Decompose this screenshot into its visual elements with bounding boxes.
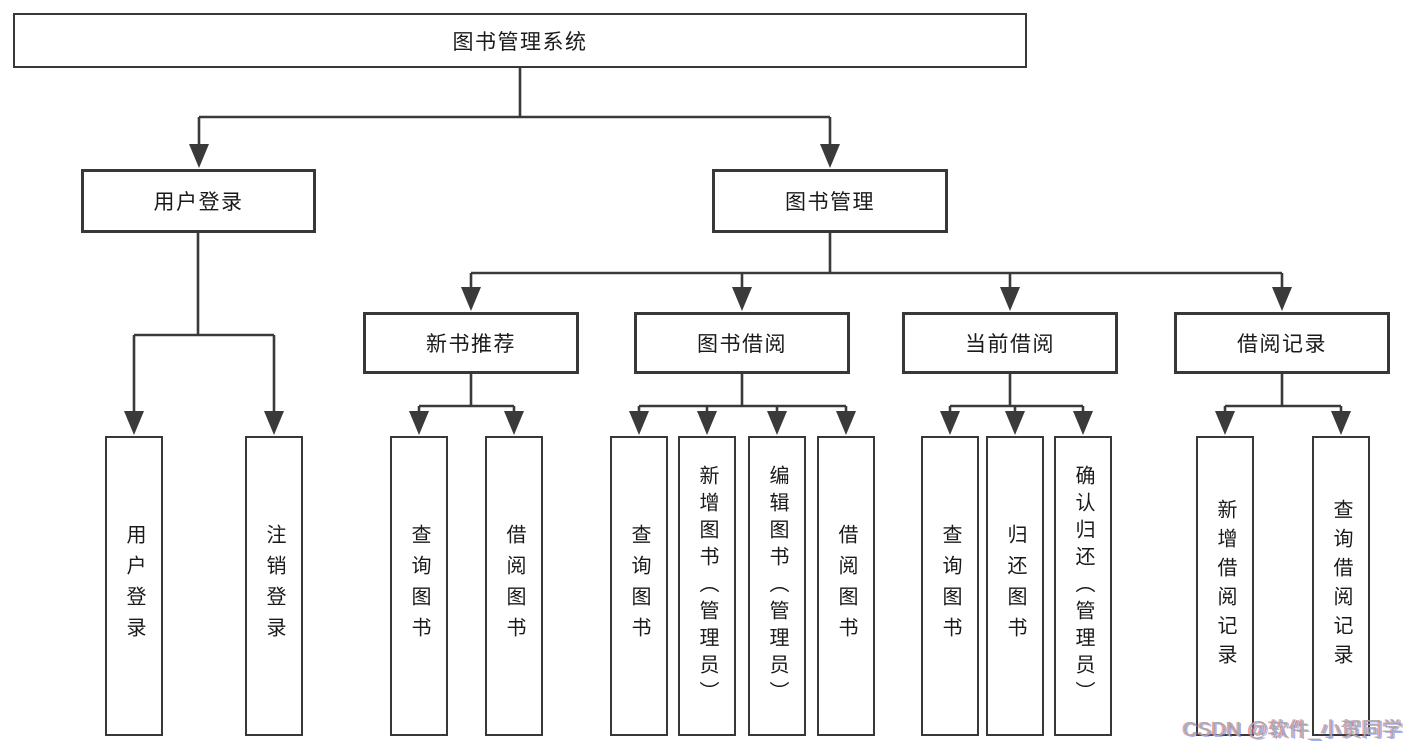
leaf-node-user-login-action: 用户登录 (105, 436, 163, 736)
leaf-node-borrow-books-recommend: 借阅图书 (485, 436, 543, 736)
node-borrowing-records: 借阅记录 (1174, 312, 1390, 374)
node-new-book-recommendation: 新书推荐 (363, 312, 579, 374)
leaf-node-query-books-recommend: 查询图书 (390, 436, 448, 736)
node-label: 借阅记录 (1237, 333, 1327, 356)
leaf-label: 编辑图书（管理员） (766, 464, 788, 708)
node-label: 当前借阅 (965, 333, 1055, 356)
node-user-login: 用户登录 (81, 169, 316, 233)
leaf-node-logout-action: 注销登录 (245, 436, 303, 736)
node-current-borrowing: 当前借阅 (902, 312, 1118, 374)
leaf-label: 注销登录 (263, 524, 285, 648)
leaf-node-confirm-return-admin: 确认归还（管理员） (1054, 436, 1112, 736)
leaf-label: 查询图书 (628, 524, 650, 648)
leaf-label: 借阅图书 (503, 524, 525, 648)
leaf-label: 查询图书 (408, 524, 430, 648)
leaf-node-add-books-admin: 新增图书（管理员） (678, 436, 736, 736)
leaf-label: 归还图书 (1004, 524, 1026, 648)
leaf-label: 查询图书 (939, 524, 961, 648)
node-label: 新书推荐 (426, 333, 516, 356)
leaf-node-query-books-borrowing: 查询图书 (610, 436, 668, 736)
csdn-watermark: CSDN @软件_小贺同学 (1183, 719, 1404, 741)
arrowheads (124, 144, 1351, 435)
leaf-label: 新增借阅记录 (1214, 499, 1236, 673)
leaf-node-add-borrow-record: 新增借阅记录 (1196, 436, 1254, 736)
leaf-node-query-borrow-record: 查询借阅记录 (1312, 436, 1370, 736)
leaf-label: 用户登录 (123, 524, 145, 648)
leaf-label: 借阅图书 (835, 524, 857, 648)
root-node-label: 图书管理系统 (452, 30, 588, 54)
leaf-node-borrow-books: 借阅图书 (817, 436, 875, 736)
leaf-label: 确认归还（管理员） (1072, 464, 1094, 708)
node-book-borrowing: 图书借阅 (634, 312, 850, 374)
leaf-label: 新增图书（管理员） (696, 464, 718, 708)
node-label: 图书借阅 (697, 333, 787, 356)
node-book-management: 图书管理 (712, 169, 948, 233)
leaf-node-edit-books-admin: 编辑图书（管理员） (748, 436, 806, 736)
node-label: 图书管理 (785, 191, 875, 214)
leaf-node-return-books: 归还图书 (986, 436, 1044, 736)
leaf-label: 查询借阅记录 (1330, 499, 1352, 673)
node-label: 用户登录 (153, 191, 244, 214)
root-node-library-management-system: 图书管理系统 (13, 13, 1027, 68)
leaf-node-query-books-current: 查询图书 (921, 436, 979, 736)
